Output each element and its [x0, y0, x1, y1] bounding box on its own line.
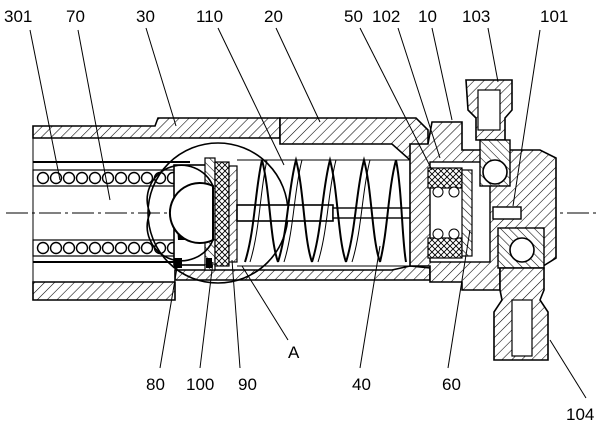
label-102: 102 [372, 7, 400, 26]
label-110: 110 [196, 7, 223, 26]
label-101: 101 [540, 7, 568, 26]
label-10: 10 [418, 7, 437, 26]
label-60: 60 [442, 375, 461, 394]
label-50: 50 [344, 7, 363, 26]
label-20: 20 [264, 7, 283, 26]
housing-20-upper [279, 117, 429, 161]
label-100: 100 [186, 375, 214, 394]
label-80: 80 [146, 375, 165, 394]
label-104: 104 [566, 405, 594, 424]
ball-row-lower [32, 239, 182, 257]
piston-rod [236, 204, 334, 222]
barrel-upper-wall [32, 117, 281, 139]
label-40: 40 [352, 375, 371, 394]
label-301: 301 [4, 7, 32, 26]
label-90: 90 [238, 375, 257, 394]
leader-lines [29, 27, 587, 399]
barrel-lower-wall [32, 281, 176, 301]
label-a: A [288, 343, 300, 362]
label-103: 103 [462, 7, 490, 26]
seal-pack [427, 167, 473, 259]
upper-fitting [465, 79, 513, 187]
valve-ball [169, 182, 214, 244]
end-stud [492, 206, 522, 220]
lower-fitting [493, 227, 549, 361]
label-70: 70 [66, 7, 85, 26]
label-30: 30 [136, 7, 155, 26]
